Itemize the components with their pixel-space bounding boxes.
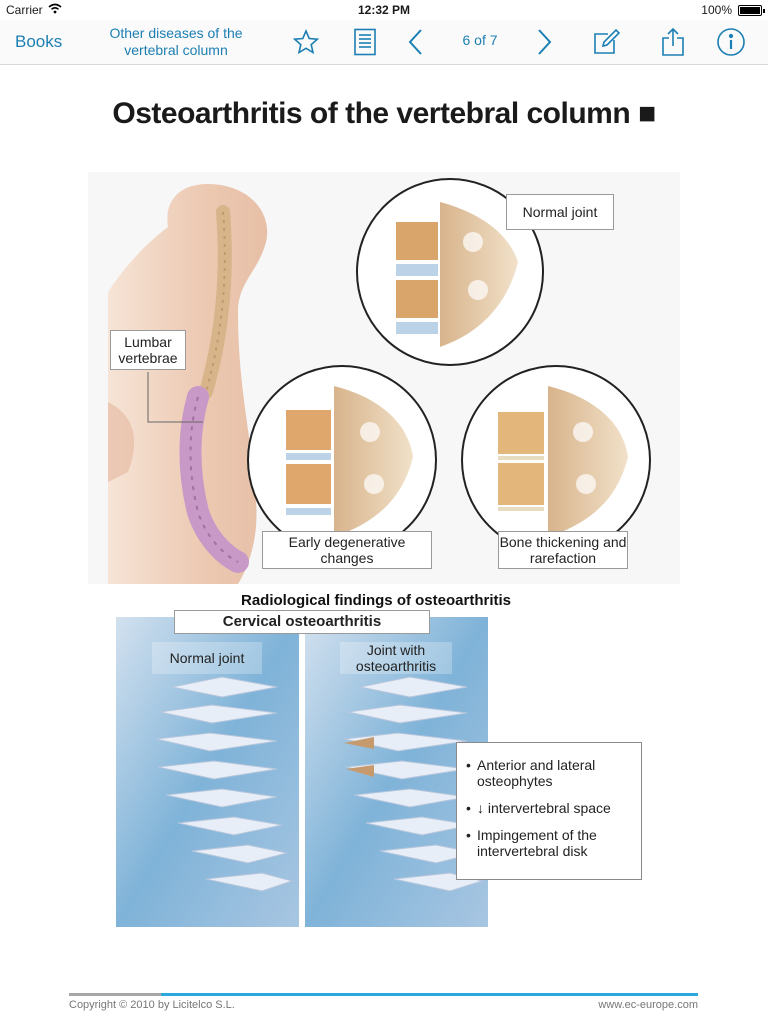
reader-toolbar: Books Other diseases of the vertebral co… xyxy=(0,20,768,65)
chevron-right-icon[interactable] xyxy=(528,26,560,58)
lumbar-vertebrae-label: Lumbar vertebrae xyxy=(110,330,186,370)
finding-item: Impingement of the intervertebral disk xyxy=(466,827,633,859)
page-indicator: 6 of 7 xyxy=(462,32,498,48)
clock: 12:32 PM xyxy=(357,3,411,17)
findings-list: Anterior and lateral osteophytes ↓ inter… xyxy=(456,742,642,880)
normal-joint-xray-label: Normal joint xyxy=(152,642,262,674)
bone-thickening-label: Bone thickening and rarefaction xyxy=(498,531,628,569)
star-icon[interactable] xyxy=(290,26,322,58)
radiological-heading: Radiological findings of osteoarthritis xyxy=(240,592,511,609)
joint-with-oa-label: Joint with osteoarthritis xyxy=(340,642,452,674)
early-degenerative-label: Early degenerative changes xyxy=(262,531,432,569)
wifi-icon xyxy=(48,3,62,17)
cervical-osteoarthritis-label: Cervical osteoarthritis xyxy=(174,610,430,634)
chevron-left-icon[interactable] xyxy=(400,26,432,58)
carrier-label: Carrier xyxy=(6,3,43,17)
page-footer: Copyright © 2010 by Licitelco S.L. www.e… xyxy=(69,990,698,1020)
copyright-text: Copyright © 2010 by Licitelco S.L. xyxy=(69,999,235,1011)
finding-item: Anterior and lateral osteophytes xyxy=(466,757,633,789)
share-icon[interactable] xyxy=(657,26,689,58)
website-link[interactable]: www.ec-europe.com xyxy=(598,999,698,1011)
spine-anatomy-illustration xyxy=(88,172,680,584)
battery-percent: 100% xyxy=(701,3,732,17)
page-title: Osteoarthritis of the vertebral column ■ xyxy=(112,97,656,130)
footer-rule-gray xyxy=(69,993,161,996)
status-bar: Carrier 12:32 PM 100% xyxy=(0,0,768,20)
contents-icon[interactable] xyxy=(349,26,381,58)
books-back-button[interactable]: Books xyxy=(15,32,63,51)
info-icon[interactable] xyxy=(715,26,747,58)
normal-joint-label-top: Normal joint xyxy=(506,194,614,230)
footer-rule-blue xyxy=(161,993,698,996)
finding-item: ↓ intervertebral space xyxy=(466,800,633,816)
battery-icon xyxy=(738,5,765,16)
compose-icon[interactable] xyxy=(590,26,622,58)
chapter-title[interactable]: Other diseases of the vertebral column xyxy=(109,25,243,58)
